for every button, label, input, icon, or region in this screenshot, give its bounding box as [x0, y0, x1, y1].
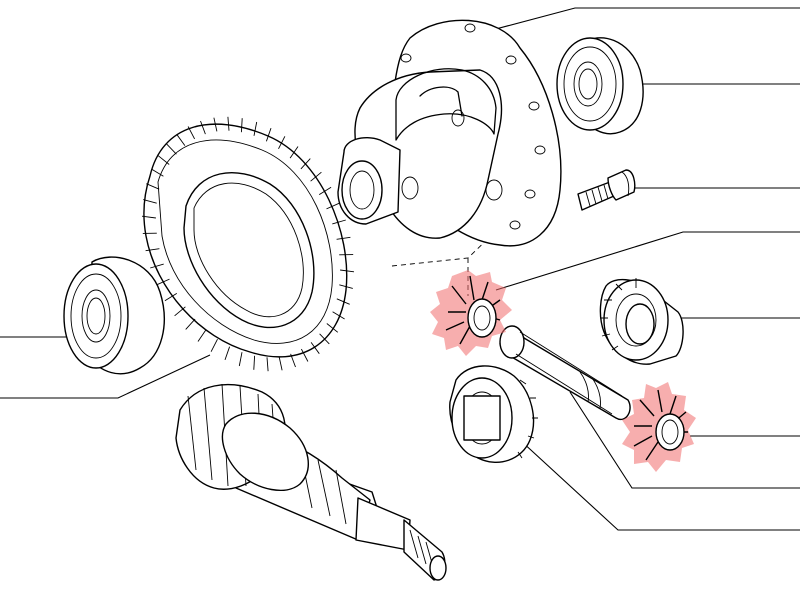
- ring-gear-tooth: [145, 248, 160, 252]
- ring-gear-tooth: [150, 263, 164, 269]
- ring-gear-tooth: [326, 202, 340, 210]
- leader-housing: [491, 7, 800, 31]
- ring-gear-tooth: [141, 215, 156, 219]
- leader-cross-pin: [569, 391, 800, 489]
- ring-gear-tooth: [290, 353, 296, 368]
- ring-gear-tooth: [301, 348, 309, 362]
- ring-gear-tooth: [278, 136, 286, 150]
- ring-gear-tooth: [289, 146, 299, 159]
- left-bearing: [63, 256, 165, 375]
- ring-gear-tooth: [253, 355, 256, 370]
- leader-ring-gear: [0, 354, 211, 399]
- ring-gear-tooth: [310, 171, 322, 182]
- ring-gear-tooth: [197, 329, 207, 342]
- cross-pin: [499, 325, 631, 421]
- ring-gear-tooth: [224, 346, 231, 361]
- ring-gear-tooth: [187, 126, 195, 140]
- planet-gear-upper: [430, 270, 512, 356]
- leader-side-gear-left: [519, 439, 800, 531]
- ring-gear-tooth: [339, 284, 353, 289]
- ring-gear-tooth: [185, 318, 196, 330]
- leader-lines: [0, 7, 800, 531]
- ring-gear-tooth: [156, 278, 170, 286]
- ring-gear-tooth: [265, 127, 272, 142]
- ring-gear-tooth: [326, 323, 339, 333]
- ring-gear-tooth: [319, 333, 330, 345]
- ring-gear-tooth: [143, 199, 157, 204]
- ring-gear: [141, 116, 355, 372]
- side-gear-left: [449, 365, 538, 463]
- ring-gear-tooth: [200, 120, 206, 135]
- ring-gear-tooth: [176, 134, 186, 146]
- ring-gear-tooth: [300, 158, 311, 170]
- ring-gear-tooth: [318, 186, 332, 195]
- leader-planet-upper: [495, 231, 800, 291]
- ring-gear-tooth: [210, 338, 218, 352]
- ring-gear-tooth: [266, 357, 269, 372]
- differential-housing: [337, 19, 562, 247]
- ring-gear-tooth: [227, 116, 230, 131]
- ring-gear-tooth: [278, 356, 283, 371]
- pinion-shaft: [175, 383, 447, 581]
- ring-gear-tooth: [253, 121, 258, 136]
- ring-gear-tooth: [336, 298, 350, 305]
- bolt: [577, 169, 636, 211]
- planet-gear-lower: [622, 382, 696, 472]
- ring-gear-tooth: [166, 143, 177, 155]
- ring-gear-tooth: [238, 352, 243, 367]
- ring-gear-tooth: [213, 117, 218, 132]
- ring-gear-tooth: [340, 269, 355, 273]
- ring-gear-tooth: [310, 342, 320, 354]
- ring-gear-tooth: [157, 155, 170, 165]
- ring-gear-tooth: [240, 118, 243, 133]
- right-bearing: [556, 37, 644, 135]
- ring-gear-tooth: [332, 219, 346, 225]
- ring-gear-tooth: [336, 236, 351, 240]
- side-gear-right: [599, 278, 684, 365]
- ring-gear-tooth: [332, 311, 345, 320]
- ring-gear-tooth: [151, 168, 164, 177]
- ring-gear-tooth: [174, 306, 186, 317]
- ring-gear-tooth: [164, 293, 178, 302]
- ring-gear-tooth: [146, 183, 160, 190]
